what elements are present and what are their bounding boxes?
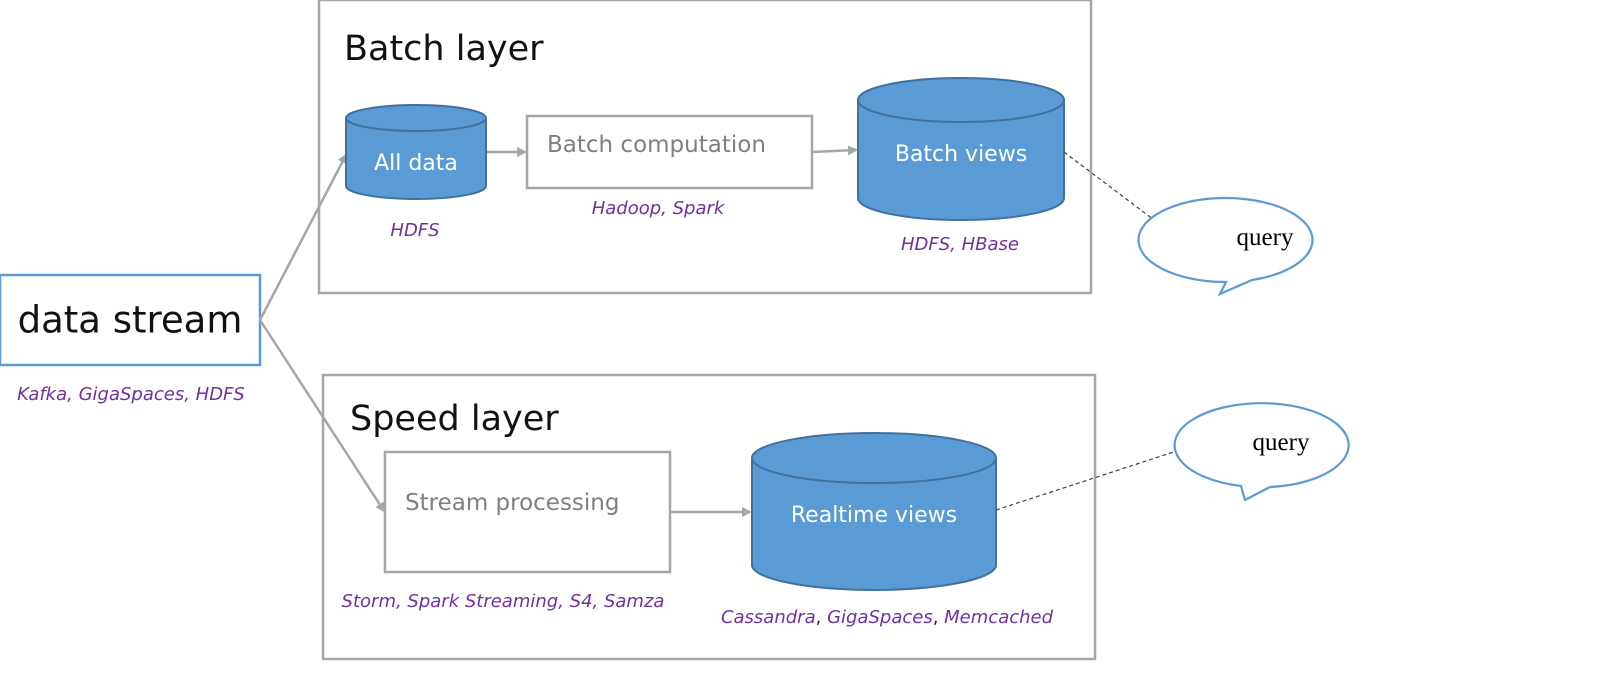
speed-layer-title: Speed layer bbox=[350, 399, 559, 439]
realtime-views-store: Realtime views Cassandra, GigaSpaces, Me… bbox=[721, 432, 1054, 628]
data-stream-tech: Kafka, GigaSpaces, HDFS bbox=[17, 384, 245, 405]
data-stream-label: data stream bbox=[18, 299, 243, 342]
speed-layer: Speed layer bbox=[321, 373, 1097, 661]
stream-processing-tech: Storm, Spark Streaming, S4, Samza bbox=[342, 591, 665, 612]
batch-layer-frame bbox=[317, 0, 1093, 295]
arrow-stream-to-stream-processing bbox=[258, 319, 386, 513]
batch-query-bubble: query bbox=[1137, 196, 1314, 297]
batch-views-cylinder-top bbox=[857, 77, 1065, 123]
batch-views-tech: HDFS, HBase bbox=[901, 234, 1019, 255]
speed-query-bubble: query bbox=[1173, 402, 1350, 502]
stream-processing-label: Stream processing bbox=[405, 490, 619, 516]
all-data-label: All data bbox=[374, 151, 458, 176]
batch-layer-title: Batch layer bbox=[344, 29, 544, 69]
speed-layer-frame bbox=[321, 373, 1097, 661]
speed-query-label: query bbox=[1253, 429, 1310, 456]
batch-computation-label: Batch computation bbox=[547, 132, 766, 158]
batch-views-cylinder-body bbox=[857, 100, 1065, 221]
batch-views-store: Batch views HDFS, HBase bbox=[857, 77, 1065, 255]
batch-views-label: Batch views bbox=[895, 142, 1027, 167]
all-data-cylinder-body bbox=[345, 118, 487, 200]
realtime-tech-cassandra: Cassandra bbox=[721, 607, 816, 628]
realtime-views-label: Realtime views bbox=[791, 503, 957, 528]
arrow-computation-to-batch-views bbox=[811, 145, 858, 156]
batch-query-label: query bbox=[1237, 224, 1294, 251]
realtime-tech-memcached: Memcached bbox=[944, 607, 1053, 628]
all-data-tech: HDFS bbox=[390, 220, 439, 241]
realtime-tech-gigaspaces: GigaSpaces bbox=[827, 607, 933, 628]
batch-computation-tech: Hadoop, Spark bbox=[592, 198, 726, 219]
speed-query-callout bbox=[1173, 402, 1350, 502]
realtime-views-tech: Cassandra, GigaSpaces, Memcached bbox=[721, 607, 1054, 628]
data-stream-box bbox=[0, 273, 262, 367]
batch-computation-box bbox=[525, 114, 814, 190]
realtime-tech-separator: , bbox=[933, 607, 944, 628]
batch-layer: Batch layer bbox=[317, 0, 1093, 295]
batch-query-callout bbox=[1137, 196, 1314, 297]
all-data-store: All data HDFS bbox=[345, 104, 487, 241]
stream-processing: Stream processing Storm, Spark Streaming… bbox=[342, 450, 672, 612]
speed-query-connector bbox=[995, 445, 1193, 511]
realtime-views-cylinder-body bbox=[751, 458, 997, 591]
arrow-stream-to-all-data bbox=[258, 153, 348, 321]
realtime-tech-separator: , bbox=[816, 607, 827, 628]
stream-processing-box bbox=[383, 450, 672, 574]
data-stream-source: data stream Kafka, GigaSpaces, HDFS bbox=[0, 273, 262, 405]
realtime-views-cylinder-top bbox=[751, 432, 997, 484]
all-data-cylinder-top bbox=[345, 104, 487, 132]
batch-computation: Batch computation Hadoop, Spark bbox=[525, 114, 814, 219]
